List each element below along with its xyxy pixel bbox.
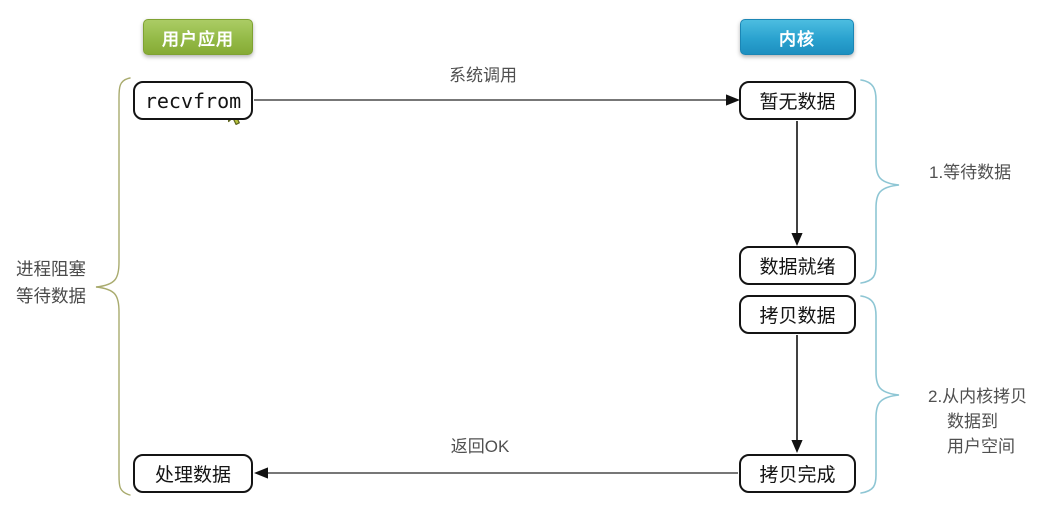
blocking-annotation-line2: 等待数据 — [16, 286, 86, 306]
wait-arrow — [791, 121, 803, 246]
node-data-ready: 数据就绪 — [739, 246, 856, 285]
node-copy-done: 拷贝完成 — [739, 454, 856, 493]
left-brace — [95, 77, 131, 496]
phase2-annotation-line1: 2.从内核拷贝 — [928, 387, 1028, 406]
user-app-header: 用户应用 — [143, 19, 253, 55]
node-copy-data: 拷贝数据 — [739, 295, 856, 334]
copy-arrow — [791, 335, 803, 453]
node-copy-data-label: 拷贝数据 — [759, 306, 836, 327]
node-process-data-label: 处理数据 — [154, 465, 231, 486]
phase2-annotation-line3: 用户空间 — [947, 437, 1015, 456]
blocking-annotation-line1: 进程阻塞 — [16, 259, 86, 279]
phase2-annotation: 2.从内核拷贝 数据到 用户空间 — [928, 384, 1027, 459]
node-data-ready-label: 数据就绪 — [759, 257, 836, 278]
return-arrow-label: 返回OK — [450, 437, 510, 456]
phase2-brace — [860, 295, 900, 494]
phase1-brace — [860, 79, 900, 284]
node-no-data-label: 暂无数据 — [759, 92, 836, 113]
user-app-header-label: 用户应用 — [162, 29, 234, 49]
syscall-arrow-label: 系统调用 — [449, 66, 517, 85]
node-recvfrom-label: recvfrom — [144, 88, 242, 113]
kernel-header: 内核 — [740, 19, 854, 55]
kernel-header-label: 内核 — [779, 29, 815, 49]
node-process-data: 处理数据 — [133, 454, 253, 493]
node-no-data: 暂无数据 — [739, 81, 856, 120]
return-arrow — [254, 467, 738, 479]
syscall-arrow — [254, 94, 740, 106]
phase1-annotation: 1.等待数据 — [929, 163, 1012, 182]
phase2-annotation-line2: 数据到 — [947, 412, 998, 431]
blocking-annotation: 进程阻塞 等待数据 — [16, 256, 116, 310]
node-copy-done-label: 拷贝完成 — [759, 465, 836, 486]
node-recvfrom: recvfrom — [133, 81, 253, 120]
